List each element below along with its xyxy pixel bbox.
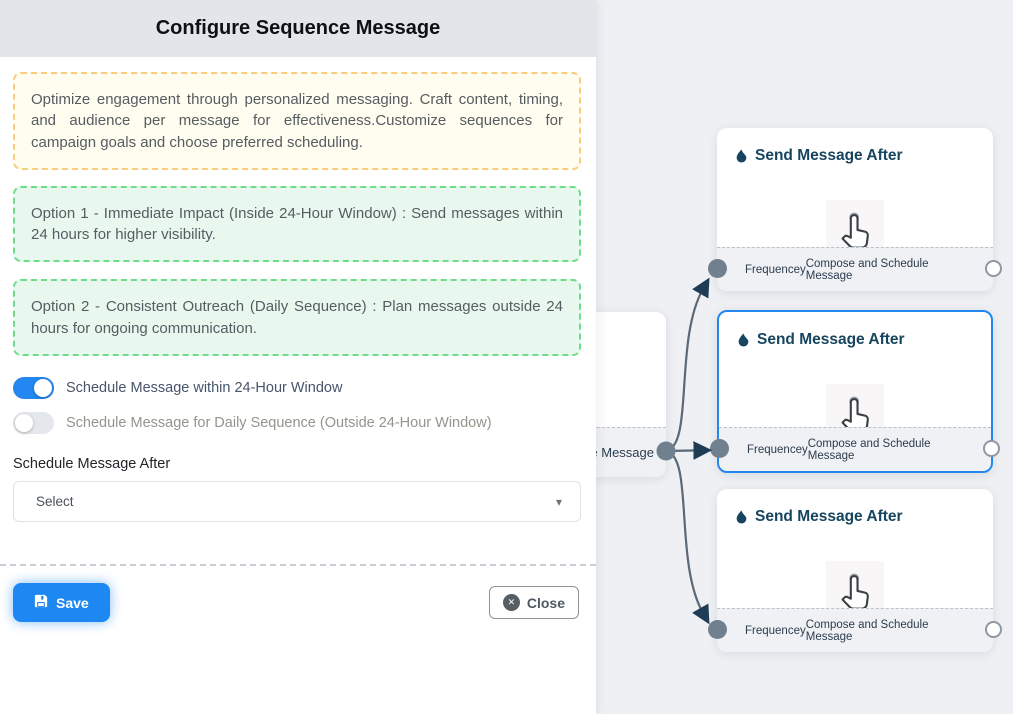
sequence-node-footer-label: ce Message (583, 445, 654, 460)
toggle-24hour-window[interactable] (13, 377, 54, 400)
node-title: Send Message After (757, 331, 905, 348)
droplet-icon (737, 332, 750, 348)
modal-header: Configure Sequence Message (0, 0, 596, 57)
node-title-row: Send Message After (737, 331, 905, 349)
close-button-label: Close (526, 594, 565, 611)
toggle-daily-sequence-label: Schedule Message for Daily Sequence (Out… (66, 415, 492, 432)
frequency-label[interactable]: Frequencey (745, 624, 806, 637)
footer-divider (0, 564, 596, 567)
modal-footer: Save ✕ Close (13, 583, 581, 623)
chevron-down-icon: ▾ (555, 494, 562, 509)
compose-schedule-label[interactable]: Compose and Schedule Message (805, 618, 929, 643)
toggle-knob (34, 379, 52, 398)
compose-schedule-label[interactable]: Compose and Schedule Message (805, 257, 929, 282)
toggle-24hour-label: Schedule Message within 24-Hour Window (66, 380, 343, 397)
send-message-after-node-3[interactable]: Send Message After Frequencey Compose an… (708, 489, 1002, 652)
option1-info-box: Option 1 - Immediate Impact (Inside 24-H… (13, 185, 581, 263)
send-message-after-node-2[interactable]: Send Message After Frequencey Compose an… (710, 310, 1000, 473)
toggle-row-daily-sequence: Schedule Message for Daily Sequence (Out… (13, 412, 581, 435)
toggle-knob (15, 414, 33, 433)
save-button-label: Save (56, 594, 89, 611)
close-icon: ✕ (502, 594, 520, 612)
edge-to-node-1 (664, 277, 710, 453)
target-handle[interactable] (710, 439, 729, 458)
close-button[interactable]: ✕ Close (488, 586, 579, 620)
source-handle[interactable] (985, 621, 1002, 638)
toggle-row-24hour: Schedule Message within 24-Hour Window (13, 377, 581, 400)
droplet-icon (735, 509, 748, 525)
frequency-label[interactable]: Frequencey (747, 443, 808, 456)
schedule-after-label: Schedule Message After (13, 456, 171, 473)
save-button[interactable]: Save (13, 583, 110, 623)
node-title-row: Send Message After (735, 508, 903, 526)
edge-to-node-2 (664, 441, 713, 460)
modal-body: Optimize engagement through personalized… (0, 57, 596, 623)
compose-schedule-label[interactable]: Compose and Schedule Message (807, 437, 931, 462)
node-title-row: Send Message After (735, 147, 903, 165)
configure-sequence-message-modal: Configure Sequence Message Optimize enga… (0, 0, 596, 623)
select-value: Select (36, 494, 74, 510)
droplet-icon (735, 148, 748, 164)
toggle-daily-sequence[interactable] (13, 412, 54, 435)
node-title: Send Message After (755, 508, 903, 525)
source-handle[interactable] (983, 440, 1000, 457)
modal-title: Configure Sequence Message (155, 17, 441, 39)
send-message-after-node-1[interactable]: Send Message After Frequencey Compose an… (708, 128, 1002, 291)
node-title: Send Message After (755, 147, 903, 164)
intro-info-box: Optimize engagement through personalized… (13, 72, 581, 170)
target-handle[interactable] (708, 259, 727, 278)
save-icon (34, 594, 48, 611)
frequency-label[interactable]: Frequencey (745, 263, 806, 276)
source-handle[interactable] (985, 260, 1002, 277)
edge-to-node-3 (664, 449, 710, 625)
node-footer: Frequencey Compose and Schedule Message (717, 608, 993, 652)
node-footer: Frequencey Compose and Schedule Message (719, 427, 991, 471)
option2-info-box: Option 2 - Consistent Outreach (Daily Se… (13, 279, 581, 357)
schedule-after-select[interactable]: Select ▾ (13, 481, 581, 523)
node-footer: Frequencey Compose and Schedule Message (717, 247, 993, 291)
target-handle[interactable] (708, 620, 727, 639)
